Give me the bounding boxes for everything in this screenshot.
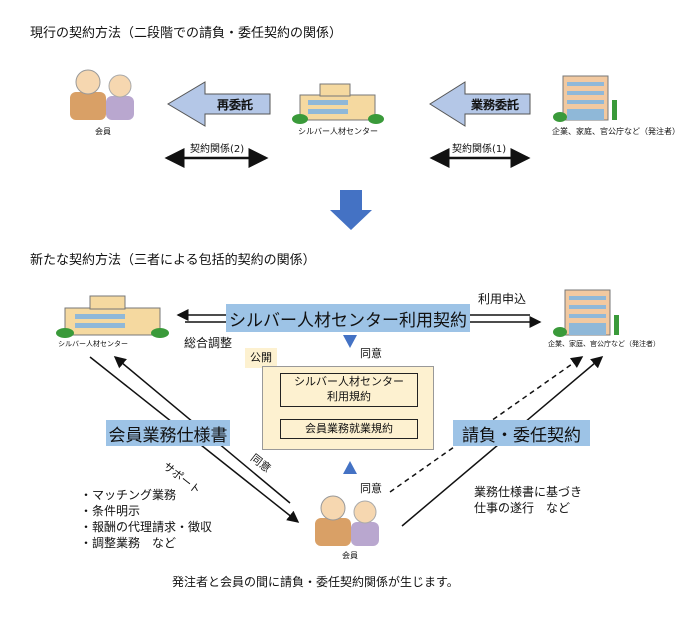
contract-box: 請負・委任契約 bbox=[453, 420, 590, 446]
list-item: ・報酬の代理請求・徴収 bbox=[80, 520, 213, 534]
consent-bottom-label: 同意 bbox=[360, 482, 382, 495]
list-item: ・条件明示 bbox=[80, 504, 141, 518]
consent-top-triangle bbox=[343, 335, 357, 348]
coordination-label: 総合調整 bbox=[184, 336, 233, 350]
relation-1-label: 契約関係(1) bbox=[452, 144, 507, 155]
member-label-top: 会員 bbox=[95, 127, 111, 136]
public-tag: 公開 bbox=[245, 348, 277, 368]
center-building-top bbox=[292, 83, 384, 124]
members-illustration-top bbox=[70, 69, 134, 120]
list-item: ・マッチング業務 bbox=[80, 488, 177, 502]
consent-bottom-triangle bbox=[343, 461, 357, 474]
client-building-top bbox=[553, 75, 617, 122]
footer-note: 発注者と会員の間に請負・委任契約関係が生じます。 bbox=[172, 575, 459, 589]
application-label: 利用申込 bbox=[478, 292, 527, 306]
work-text: 業務仕様書に基づき 仕事の遂行 など bbox=[474, 484, 582, 516]
resubcontract-arrow bbox=[167, 81, 271, 127]
center-label-top: シルバー人材センター bbox=[298, 127, 378, 136]
members-illustration-lower bbox=[315, 495, 379, 546]
consent-top-label: 同意 bbox=[360, 347, 382, 360]
member-spec-box: 会員業務仕様書 bbox=[106, 420, 230, 446]
client-label-lower: 企業、家庭、官公庁など（発注者） bbox=[548, 340, 660, 348]
current-method-title: 現行の契約方法（二段階での請負・委任契約の関係） bbox=[30, 26, 343, 41]
work-rules-doc: 会員業務就業規約 bbox=[280, 419, 418, 439]
new-method-title: 新たな契約方法（三者による包括的契約の関係） bbox=[30, 253, 316, 268]
member-label-lower: 会員 bbox=[342, 551, 358, 560]
center-label-lower: シルバー人材センター bbox=[58, 340, 128, 348]
resubcontract-label: 再委託 bbox=[216, 97, 253, 112]
list-item: 仕事の遂行 など bbox=[474, 501, 571, 515]
list-item: ・調整業務 など bbox=[80, 536, 177, 550]
client-label-top: 企業、家庭、官公庁など（発注者） bbox=[552, 127, 680, 136]
list-item: 業務仕様書に基づき bbox=[474, 485, 583, 499]
relation-2-label: 契約関係(2) bbox=[190, 144, 245, 155]
client-building-lower bbox=[553, 289, 619, 337]
center-building-lower bbox=[56, 295, 169, 338]
support-items-list: ・マッチング業務 ・条件明示 ・報酬の代理請求・徴収 ・調整業務 など bbox=[80, 487, 212, 551]
transition-down-arrow bbox=[330, 190, 372, 230]
terms-of-use-doc: シルバー人材センター 利用規約 bbox=[280, 373, 418, 407]
commission-arrow bbox=[429, 81, 531, 127]
commission-label: 業務委託 bbox=[470, 97, 519, 112]
usage-contract-box: シルバー人材センター利用契約 bbox=[226, 304, 470, 332]
